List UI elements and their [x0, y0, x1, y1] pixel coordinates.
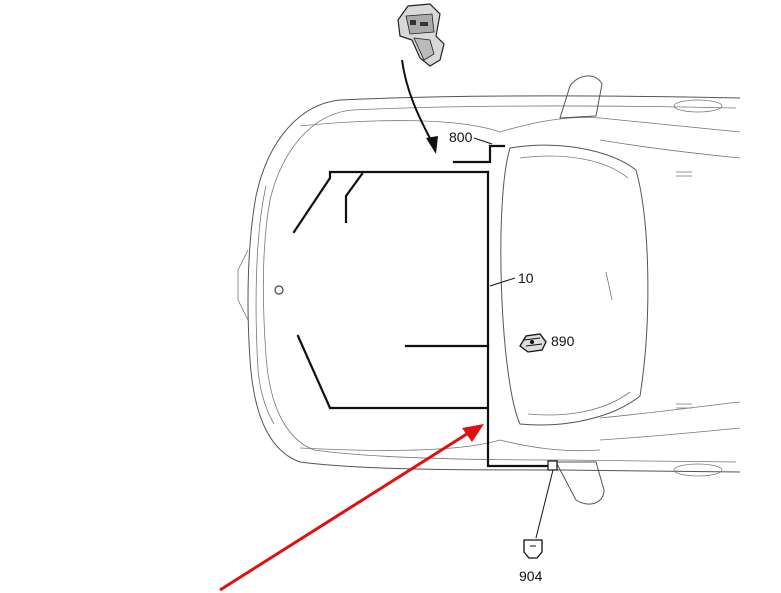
annotation-arrowhead-red [462, 424, 484, 442]
component-module-icon [397, 3, 445, 67]
wheel-arch-lower [673, 463, 723, 477]
pointer-arrow [401, 59, 433, 143]
wiring-harness [292, 144, 554, 468]
pointer-arrowhead [426, 136, 438, 154]
vehicle-outline [237, 75, 741, 505]
wheel-arch-upper [673, 99, 723, 113]
connector-890-icon [519, 333, 547, 353]
leader-10 [489, 277, 516, 287]
callout-10: 10 [518, 270, 534, 286]
connector-box [547, 460, 558, 471]
callout-890: 890 [551, 333, 575, 349]
hood-badge [274, 285, 284, 295]
connector-904-icon [523, 539, 543, 559]
leader-904 [535, 469, 554, 539]
side-mirror-upper [559, 75, 603, 119]
annotation-arrow-red [219, 430, 471, 592]
callout-904: 904 [519, 568, 543, 584]
side-mirror-lower [555, 461, 605, 505]
leader-800 [473, 137, 493, 145]
callout-800: 800 [449, 129, 473, 145]
